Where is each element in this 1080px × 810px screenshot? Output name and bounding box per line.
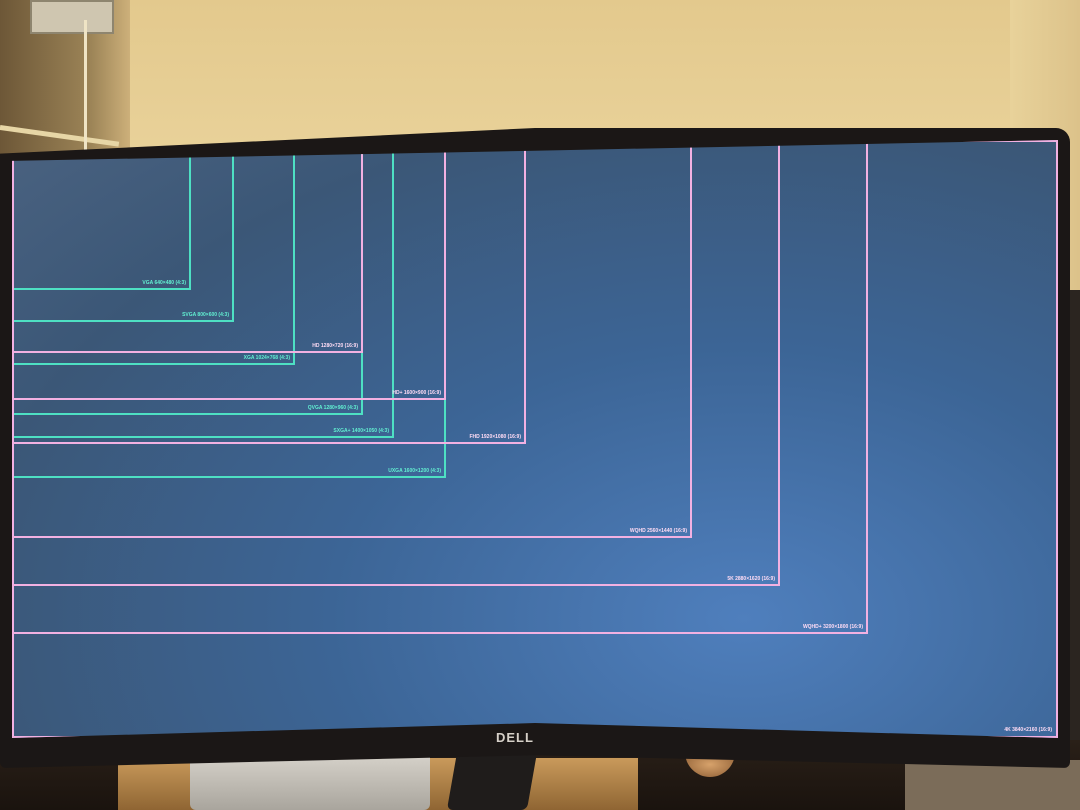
resolution-label: UXGA 1600×1200 (4:3) (388, 468, 441, 474)
resolution-svga: SVGA 800×600 (4:3) (14, 140, 234, 322)
cable (84, 20, 87, 160)
resolution-hd-plus: HD+ 1600×900 (16:9) (14, 140, 446, 400)
usb-hub (446, 752, 538, 810)
resolution-label: QVGA 1280×960 (4:3) (307, 405, 358, 411)
resolution-wqhd: WQHD 2560×1440 (16:9) (14, 140, 692, 538)
resolution-label: VGA 640×480 (4:3) (142, 280, 186, 286)
resolution-label: SXGA+ 1400×1050 (4:3) (333, 428, 389, 434)
dell-logo: DELL (496, 730, 534, 745)
resolution-5k: 5K 2880×1620 (16:9) (14, 140, 780, 586)
resolution-label: WQHD 2560×1440 (16:9) (629, 528, 687, 534)
resolution-label: XGA 1024×768 (4:3) (243, 355, 290, 361)
resolution-label: 5K 2880×1620 (16:9) (727, 576, 775, 582)
resolution-label: WQHD+ 3200×1800 (16:9) (802, 624, 863, 630)
monitor-screen: 4K 3840×2160 (16:9) WQHD+ 3200×1800 (16:… (12, 140, 1058, 738)
resolution-hd: HD 1280×720 (16:9) (14, 140, 363, 353)
resolution-label: SVGA 800×600 (4:3) (182, 312, 229, 318)
picture-frame (30, 0, 114, 34)
resolution-label: HD 1280×720 (16:9) (312, 343, 358, 349)
resolution-wqhd-plus: WQHD+ 3200×1800 (16:9) (14, 140, 868, 634)
resolution-label: HD+ 1600×900 (16:9) (392, 390, 441, 396)
side-object (1068, 290, 1080, 760)
resolution-xga: XGA 1024×768 (4:3) (14, 140, 295, 365)
resolution-label-4k: 4K 3840×2160 (16:9) (1004, 727, 1052, 733)
resolution-vga: VGA 640×480 (4:3) (14, 140, 191, 290)
resolution-sxga-plus: SXGA+ 1400×1050 (4:3) (14, 140, 394, 438)
box (905, 760, 1080, 810)
resolution-label: FHD 1920×1080 (16:9) (469, 434, 521, 440)
resolution-fhd: FHD 1920×1080 (16:9) (14, 140, 526, 444)
